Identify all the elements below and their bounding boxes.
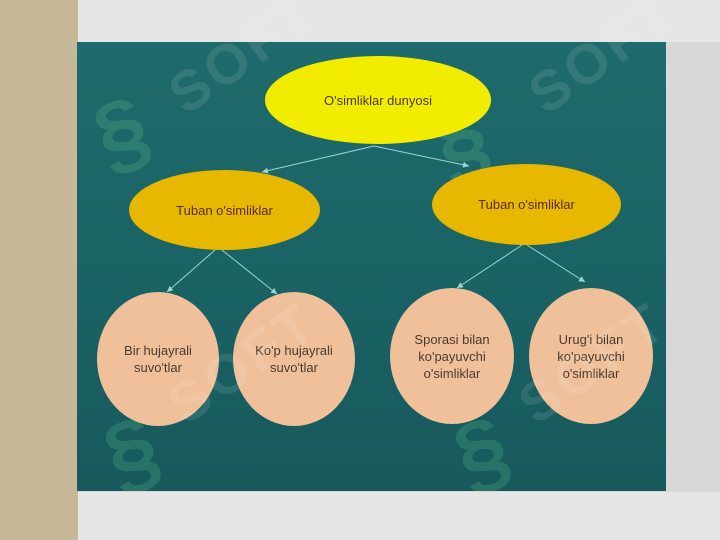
connector-left-leaf1 xyxy=(166,249,216,293)
leaf-node-1-label: Bir hujayrali suvo'tlar xyxy=(124,343,192,375)
connector-root-left xyxy=(261,145,375,174)
leaf-node-3: Sporasi bilan ko'payuvchi o'simliklar xyxy=(390,288,514,424)
leaf-node-2: Ko'p hujayrali suvo'tlar xyxy=(233,292,355,426)
left-category-node: Tuban o'simliklar xyxy=(129,170,320,250)
leaf-node-4-label: Urug'i bilan ko'payuvchi o'simliklar xyxy=(557,331,625,381)
leaf-node-4: Urug'i bilan ko'payuvchi o'simliklar xyxy=(529,288,653,424)
bottom-strip xyxy=(78,492,720,540)
top-strip xyxy=(78,0,720,42)
leaf-node-2-label: Ko'p hujayrali suvo'tlar xyxy=(255,343,333,375)
root-node: O'simliklar dunyosi xyxy=(265,56,491,144)
right-category-label: Tuban o'simliklar xyxy=(478,197,575,212)
leaf-node-1: Bir hujayrali suvo'tlar xyxy=(97,292,219,426)
diagram-slide: § § § § O'simliklar dunyosi Tuban o'siml… xyxy=(77,42,666,491)
connector-right-leaf2 xyxy=(526,244,586,283)
left-side-bar xyxy=(0,0,78,540)
right-category-node: Tuban o'simliklar xyxy=(432,164,621,245)
connector-left-leaf2 xyxy=(221,249,278,295)
connector-lines xyxy=(166,145,586,295)
root-node-label: O'simliklar dunyosi xyxy=(324,92,432,108)
leaf-node-3-label: Sporasi bilan ko'payuvchi o'simliklar xyxy=(414,331,490,381)
connector-root-right xyxy=(373,145,470,168)
connector-right-leaf1 xyxy=(456,244,523,289)
left-category-label: Tuban o'simliklar xyxy=(176,202,273,218)
